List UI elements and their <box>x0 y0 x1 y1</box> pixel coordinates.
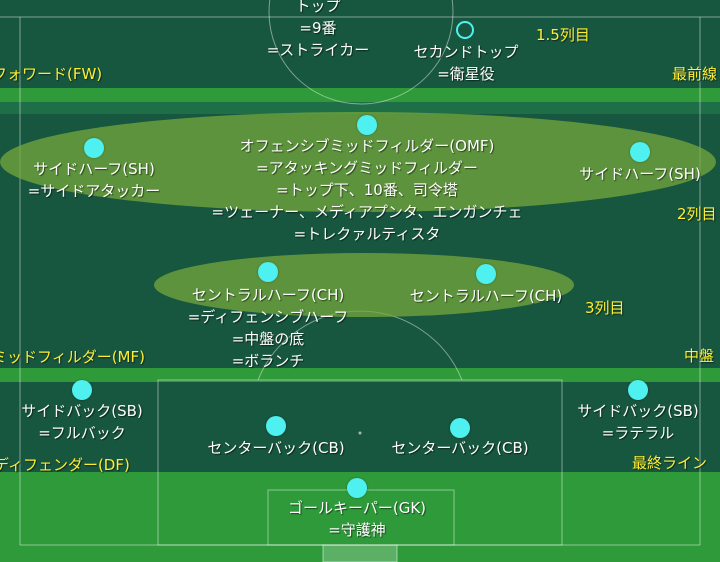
omf-marker <box>357 115 377 135</box>
label-line: =トレクァルティスタ <box>293 225 441 243</box>
label-line: オフェンシブミッドフィルダー(OMF) <box>239 137 495 155</box>
center-half-right-label: セントラルハーフ(CH) <box>410 285 563 307</box>
second-top-label: セカンドトップ =衛星役 <box>413 41 518 85</box>
midfielder-zone-label: ミッドフィルダー(MF) <box>0 348 145 366</box>
side-back-left-label: サイドバック(SB) =フルバック <box>21 400 143 444</box>
center-back-right-marker <box>450 418 470 438</box>
side-half-right-marker <box>630 142 650 162</box>
row-3-label: 3列目 <box>585 299 625 317</box>
label-line: =アタッキングミッドフィルダー <box>256 159 478 177</box>
label-line: =守護神 <box>328 521 386 539</box>
center-back-left-marker <box>266 416 286 436</box>
label-line: センターバック(CB) <box>207 439 345 457</box>
label-line: =ディフェンシブハーフ <box>187 308 349 326</box>
pitch-band <box>0 102 720 114</box>
label-line: =トップ下、10番、司令塔 <box>276 181 458 199</box>
label-line: サイドハーフ(SH) <box>579 165 701 183</box>
label-line: =ストライカー <box>266 41 370 59</box>
center-half-right-marker <box>476 264 496 284</box>
midfield-label: 中盤 <box>684 347 715 365</box>
label-line: センターバック(CB) <box>391 439 529 457</box>
label-line: =ツェーナー、メディアプンタ、エンガンチェ <box>211 203 523 221</box>
label-line: セントラルハーフ(CH) <box>191 286 345 304</box>
side-back-left-marker <box>72 380 92 400</box>
pitch-band <box>0 0 720 88</box>
label-line: セカンドトップ <box>413 43 519 61</box>
row-1-5-label: 1.5列目 <box>536 26 590 44</box>
omf-label: オフェンシブミッドフィルダー(OMF) =アタッキングミッドフィルダー =トップ… <box>212 135 523 245</box>
label-line: =9番 <box>299 19 337 37</box>
side-half-left-label: サイドハーフ(SH) =サイドアタッカー <box>28 158 161 202</box>
central-mid-zone <box>154 253 574 317</box>
label-line: =フルバック <box>38 424 126 442</box>
defender-zone-label: ディフェンダー(DF) <box>0 456 130 474</box>
side-back-right-label: サイドバック(SB) =ラテラル <box>577 400 699 444</box>
center-back-right-label: センターバック(CB) <box>391 437 528 459</box>
center-half-left-marker <box>258 262 278 282</box>
goalkeeper-label: ゴールキーパー(GK) =守護神 <box>288 497 426 541</box>
pitch-band <box>0 382 720 472</box>
label-line: サイドバック(SB) <box>21 402 143 420</box>
last-line-label: 最終ライン <box>632 454 708 472</box>
top-label: トップ =9番 =ストライカー <box>267 0 370 61</box>
label-line: セントラルハーフ(CH) <box>409 287 563 305</box>
center-half-left-label: セントラルハーフ(CH) =ディフェンシブハーフ =中盤の底 =ボランチ <box>188 284 349 372</box>
label-line: =サイドアタッカー <box>27 182 161 200</box>
center-back-left-label: センターバック(CB) <box>207 437 344 459</box>
label-line: =ボランチ <box>231 352 305 370</box>
side-half-right-label: サイドハーフ(SH) <box>579 163 701 185</box>
front-line-label: 最前線 <box>672 65 718 83</box>
goalkeeper-marker <box>347 478 367 498</box>
side-half-left-marker <box>84 138 104 158</box>
midfield-line-band <box>0 368 720 382</box>
row-2-label: 2列目 <box>677 205 717 223</box>
label-line: =衛星役 <box>437 65 495 83</box>
second-top-marker <box>456 21 474 39</box>
label-line: サイドハーフ(SH) <box>33 160 155 178</box>
label-line: =ラテラル <box>601 424 675 442</box>
label-line: ゴールキーパー(GK) <box>287 499 427 517</box>
forward-zone-label: フォワード(FW) <box>0 65 103 83</box>
label-line: トップ <box>295 0 341 15</box>
label-line: =中盤の底 <box>231 330 305 348</box>
forward-line-band <box>0 88 720 102</box>
label-line: サイドバック(SB) <box>577 402 699 420</box>
side-back-right-marker <box>628 380 648 400</box>
